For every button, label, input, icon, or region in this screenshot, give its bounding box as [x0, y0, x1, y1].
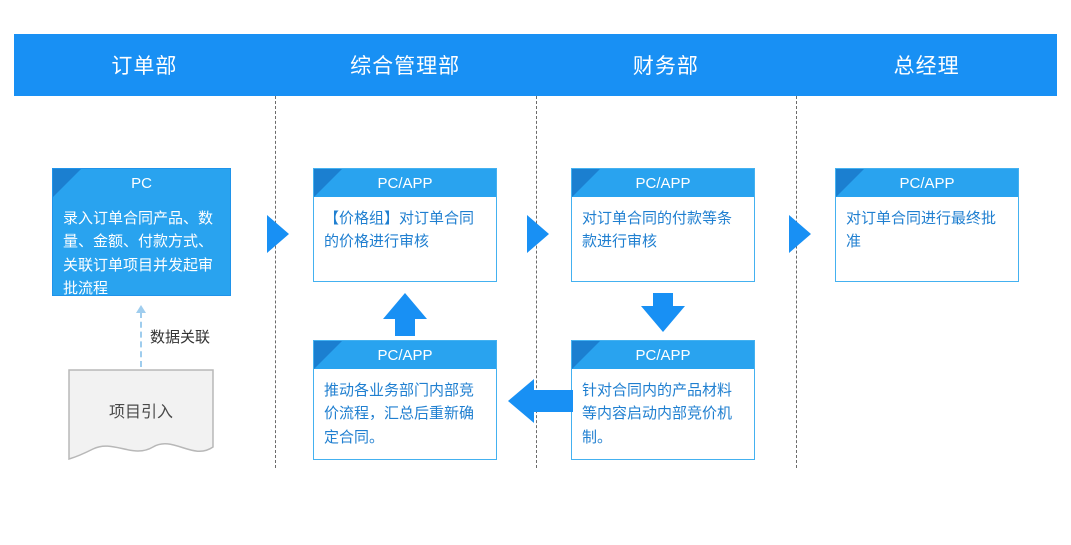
- card-bidding-trigger-head: PC/APP: [572, 341, 754, 369]
- arrow-stem-finance-down: [653, 293, 673, 309]
- lane-header-order-dept: 订单部: [111, 55, 178, 78]
- card-bidding-process-head-label: PC/APP: [377, 346, 433, 364]
- arrow-finance-to-trigger: [641, 306, 685, 332]
- arrow-order-to-admin: [267, 215, 289, 253]
- lane-header-finance-dept: 财务部: [632, 55, 699, 78]
- corner-fold-icon: [836, 169, 864, 197]
- swimlane-header: 订单部 综合管理部 财务部 总经理: [14, 34, 1057, 96]
- arrow-admin-to-finance: [527, 215, 549, 253]
- card-price-review-body: 【价格组】对订单合同的价格进行审核: [324, 210, 475, 251]
- card-order-entry-body: 录入订单合同产品、数量、金额、付款方式、关联订单项目并发起审批流程: [63, 210, 214, 297]
- card-finance-review[interactable]: PC/APP 对订单合同的付款等条款进行审核: [571, 168, 755, 282]
- card-bidding-trigger-head-label: PC/APP: [635, 346, 691, 364]
- card-bidding-process-head: PC/APP: [314, 341, 496, 369]
- lane-header-admin-dept: 综合管理部: [350, 55, 461, 78]
- card-order-entry-head: PC: [53, 169, 230, 197]
- corner-fold-icon: [314, 341, 342, 369]
- card-bidding-trigger[interactable]: PC/APP 针对合同内的产品材料等内容启动内部竞价机制。: [571, 340, 755, 460]
- card-finance-review-head-label: PC/APP: [635, 174, 691, 192]
- corner-fold-icon: [314, 169, 342, 197]
- card-finance-review-head: PC/APP: [572, 169, 754, 197]
- card-bidding-process-body: 推动各业务部门内部竞价流程，汇总后重新确定合同。: [324, 382, 475, 446]
- corner-fold-icon: [572, 341, 600, 369]
- lane-header-general-manager: 总经理: [893, 55, 960, 78]
- card-price-review-head-label: PC/APP: [377, 174, 433, 192]
- card-gm-approval-head: PC/APP: [836, 169, 1018, 197]
- data-link-line: [140, 312, 142, 367]
- card-bidding-process[interactable]: PC/APP 推动各业务部门内部竞价流程，汇总后重新确定合同。: [313, 340, 497, 460]
- arrow-finance-to-gm: [789, 215, 811, 253]
- data-link-arrowhead-icon: [136, 305, 146, 313]
- corner-fold-icon: [53, 169, 81, 197]
- lane-divider-2: [536, 96, 537, 468]
- lane-divider-1: [275, 96, 276, 468]
- card-finance-review-body: 对订单合同的付款等条款进行审核: [582, 210, 733, 251]
- document-label-project-import: 项目引入: [108, 404, 173, 421]
- arrow-trigger-to-process: [508, 379, 534, 423]
- card-gm-approval-body: 对订单合同进行最终批准: [846, 210, 997, 251]
- lane-divider-3: [796, 96, 797, 468]
- corner-fold-icon: [572, 169, 600, 197]
- arrow-stem-process-up: [395, 318, 415, 336]
- card-gm-approval[interactable]: PC/APP 对订单合同进行最终批准: [835, 168, 1019, 282]
- arrow-process-to-price-review: [383, 293, 427, 319]
- card-gm-approval-head-label: PC/APP: [899, 174, 955, 192]
- card-order-entry-head-label: PC: [131, 174, 152, 192]
- card-price-review[interactable]: PC/APP 【价格组】对订单合同的价格进行审核: [313, 168, 497, 282]
- document-shape-project-import[interactable]: [68, 369, 214, 461]
- arrow-stem-trigger-left: [533, 390, 573, 412]
- card-order-entry[interactable]: PC 录入订单合同产品、数量、金额、付款方式、关联订单项目并发起审批流程: [52, 168, 231, 297]
- data-link-label: 数据关联: [150, 329, 211, 346]
- card-bidding-trigger-body: 针对合同内的产品材料等内容启动内部竞价机制。: [582, 382, 733, 446]
- card-price-review-head: PC/APP: [314, 169, 496, 197]
